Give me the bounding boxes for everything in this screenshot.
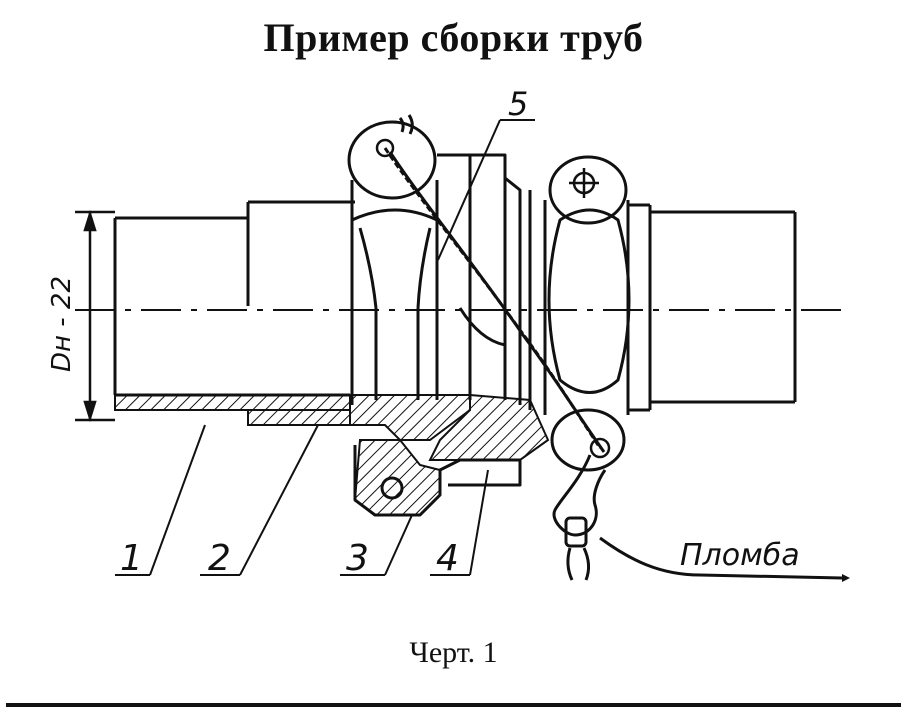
callout-1: 1 [120,538,143,579]
hatched-sections [114,393,550,516]
pipe-left [113,200,355,397]
dimension-line [75,209,115,423]
figure-caption: Черт. 1 [409,636,498,669]
callout-3: 3 [346,538,369,579]
union-nut-left [347,120,439,405]
page-title: Пример сборки труб [263,15,644,60]
seal [552,454,843,581]
bottom-rule [6,703,901,707]
dimension-label: Dн - 22 [47,276,77,372]
screw-marks [375,138,611,459]
union-nut-right [528,155,652,472]
callout-leaders [115,119,535,576]
callout-4: 4 [436,538,459,579]
seal-label: Пломба [680,538,800,573]
seal-leader-arrow [842,574,850,582]
callout-5: 5 [508,85,528,123]
locking-wire [383,114,606,453]
callout-2: 2 [208,538,231,579]
pipe-right [650,210,797,404]
fitting-body [437,153,522,405]
